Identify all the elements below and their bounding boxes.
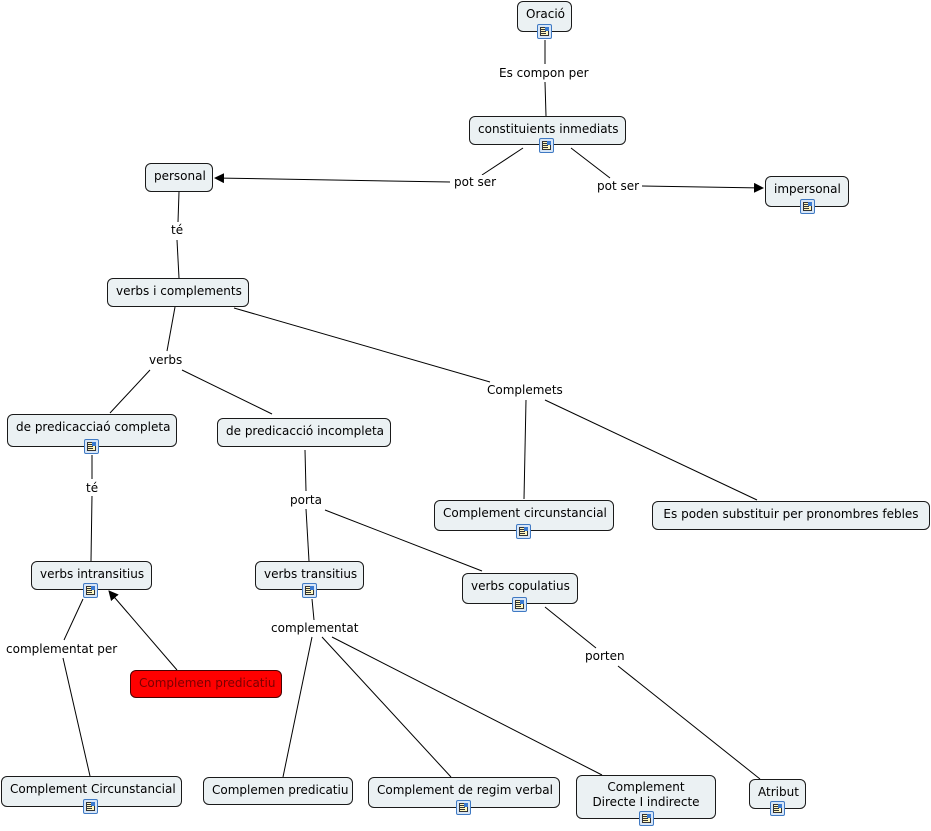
line-porta-copulatius: [324, 509, 483, 572]
resource-icon[interactable]: [302, 583, 317, 598]
line-intransitius-complper: [63, 598, 84, 641]
resource-icon[interactable]: [639, 811, 654, 826]
concept-complemen-predicatiu-highlighted[interactable]: Complemen predicatiu: [130, 670, 282, 698]
concept-label: Complement Directe I indirecte: [592, 780, 700, 809]
link-te-completa: té: [84, 481, 101, 496]
resource-icon[interactable]: [770, 801, 785, 816]
line-complementat-pred: [282, 636, 313, 778]
line-complemets-circ: [523, 399, 527, 500]
link-pot-ser-impersonal: pot ser: [595, 179, 642, 194]
line-complper-circ2: [62, 657, 91, 777]
line-verbs-incompleta: [181, 369, 273, 415]
concept-label: verbs i complements: [116, 284, 242, 298]
line-complemets-pronombres: [544, 399, 758, 501]
resource-icon[interactable]: [83, 799, 98, 814]
concept-verbs-transitius[interactable]: verbs transitius: [255, 561, 364, 590]
resource-icon[interactable]: [456, 800, 471, 815]
concept-label: Complement circunstancial: [443, 506, 607, 520]
line-porta-transitius: [305, 508, 310, 562]
line-verbscomp-verbs: [166, 306, 176, 352]
concept-impersonal[interactable]: impersonal: [765, 176, 849, 207]
line-constituients-potser1: [481, 147, 524, 176]
line-potser2-impersonal: [641, 182, 764, 193]
resource-icon[interactable]: [512, 597, 527, 612]
concept-label: de predicacció incompleta: [226, 424, 385, 438]
line-verbscomp-complemets: [233, 307, 491, 383]
link-complementat-per: complementat per: [4, 642, 120, 657]
concept-label: Complement Circunstancial: [10, 782, 176, 796]
link-complemets: Complemets: [485, 383, 565, 398]
link-es-compon-per: Es compon per: [497, 66, 591, 81]
line-transitius-complementat: [311, 598, 315, 621]
line-complementat-regim: [321, 636, 452, 778]
concept-label: verbs copulatius: [471, 579, 570, 593]
resource-icon[interactable]: [539, 138, 554, 153]
line-personal-te: [177, 191, 180, 223]
concept-label: Atribut: [758, 785, 799, 799]
line-te-verbscomp: [176, 239, 180, 279]
link-complementat: complementat: [269, 621, 361, 636]
resource-icon[interactable]: [537, 24, 552, 39]
link-verbs: verbs: [147, 353, 185, 368]
concept-label: Es poden substituir per pronombres feble…: [663, 507, 919, 521]
concept-label: verbs transitius: [264, 567, 358, 581]
concept-pronombres-febles[interactable]: Es poden substituir per pronombres feble…: [652, 501, 930, 530]
resource-icon[interactable]: [84, 439, 99, 454]
link-porta: porta: [288, 493, 324, 508]
link-te-personal: té: [169, 223, 186, 238]
resource-icon[interactable]: [800, 199, 815, 214]
line-potser1-personal: [214, 173, 451, 184]
line-complementat-directe: [331, 636, 603, 776]
concept-complemen-predicatiu[interactable]: Complemen predicatiu: [203, 777, 353, 805]
concept-label: constituients inmediats: [478, 122, 619, 136]
concept-predicacio-incompleta[interactable]: de predicacció incompleta: [217, 418, 391, 447]
concept-label: personal: [154, 169, 206, 183]
line-copulatius-porten: [544, 606, 597, 649]
concept-label: impersonal: [774, 182, 841, 196]
concept-label: verbs intransitius: [40, 567, 145, 581]
link-porten: porten: [583, 649, 627, 664]
concept-oracio[interactable]: Oració: [517, 1, 572, 32]
link-pot-ser-personal: pot ser: [452, 175, 499, 190]
concept-label: de predicacciaó completa: [16, 420, 171, 434]
resource-icon[interactable]: [83, 583, 98, 598]
line-compon-constituients: [544, 81, 547, 117]
line-te-intransitius: [90, 494, 93, 562]
line-incompleta-porta: [304, 449, 307, 492]
line-red-intransitius: [108, 590, 178, 671]
concept-label: Complemen predicatiu: [212, 783, 349, 797]
line-verbs-completa: [109, 369, 151, 414]
concept-label: Complement de regim verbal: [377, 783, 553, 797]
concept-label: Oració: [526, 7, 566, 21]
line-constituients-potser2: [570, 147, 611, 179]
concept-personal[interactable]: personal: [145, 163, 213, 192]
concept-label: Complemen predicatiu: [139, 676, 276, 690]
concept-verbs-i-complements[interactable]: verbs i complements: [107, 278, 249, 307]
line-porten-atribut: [617, 665, 761, 780]
resource-icon[interactable]: [516, 524, 531, 539]
